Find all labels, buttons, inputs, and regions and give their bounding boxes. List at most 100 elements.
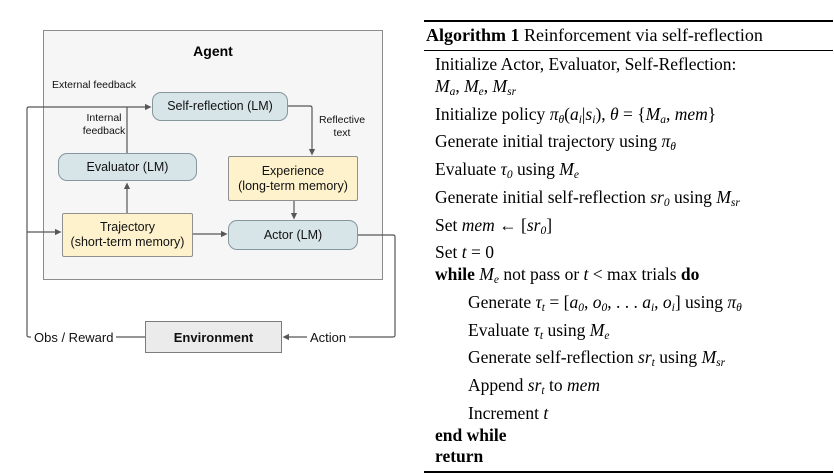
- alg-token: ] using: [674, 291, 728, 312]
- algorithm-line: while Me not pass or t < max trials do: [424, 264, 833, 292]
- algorithm-line: Ma, Me, Msr: [424, 76, 833, 104]
- algorithm-top-rule: [424, 20, 833, 22]
- agent-label: Agent: [193, 43, 233, 59]
- alg-token: Increment: [468, 402, 544, 423]
- alg-token: ,: [483, 75, 493, 96]
- reflective-text-label: Reflective text: [318, 114, 366, 139]
- alg-token: to: [544, 375, 567, 395]
- alg-token: t: [539, 329, 544, 342]
- algorithm-line: Evaluate τ0 using Me: [424, 159, 833, 187]
- alg-token: θ: [736, 301, 742, 314]
- alg-token: θ: [558, 113, 565, 126]
- algorithm-body: Initialize Actor, Evaluator, Self-Reflec…: [424, 51, 833, 471]
- internal-feedback-label: Internal feedback: [82, 112, 126, 137]
- alg-token: e: [604, 329, 610, 342]
- alg-token: τ: [533, 319, 540, 340]
- actor-box: Actor (LM): [228, 220, 358, 250]
- algorithm-line: Append srt to mem: [424, 375, 833, 403]
- alg-token: θ: [610, 103, 619, 124]
- alg-token: e: [478, 85, 484, 98]
- alg-token: 0: [578, 301, 584, 314]
- alg-token: i: [650, 301, 655, 314]
- algorithm-line: return: [424, 446, 833, 468]
- alg-token: i: [592, 113, 596, 126]
- alg-token: using: [669, 186, 717, 207]
- alg-token: mem: [566, 375, 601, 395]
- alg-token: sr: [526, 214, 541, 235]
- alg-token: ,: [665, 103, 675, 124]
- alg-token: < max trials: [588, 264, 681, 284]
- alg-token: e: [573, 169, 579, 181]
- alg-token: M: [492, 75, 508, 96]
- alg-token: mem: [674, 103, 708, 124]
- alg-token: ← [: [494, 214, 527, 235]
- alg-token: do: [680, 264, 700, 284]
- alg-token: a: [660, 113, 666, 126]
- alg-token: M: [589, 319, 605, 340]
- self-reflection-label: Self-reflection (LM): [167, 99, 273, 113]
- algorithm-line: Set mem ← [sr0]: [424, 215, 833, 243]
- alg-token: sr: [527, 375, 542, 395]
- alg-token: a: [569, 291, 579, 312]
- alg-token: M: [716, 186, 731, 207]
- alg-token: t: [541, 301, 545, 314]
- alg-token: π: [661, 131, 671, 152]
- alg-token: while: [435, 264, 480, 284]
- algorithm-line: Set t = 0: [424, 242, 833, 264]
- evaluator-label: Evaluator (LM): [86, 159, 169, 174]
- alg-token: s: [585, 103, 593, 124]
- alg-token: , . . .: [607, 291, 643, 312]
- evaluator-box: Evaluator (LM): [58, 153, 197, 181]
- alg-token: e: [493, 274, 499, 286]
- alg-token: a: [449, 85, 456, 98]
- alg-token: M: [435, 75, 450, 96]
- alg-token: o: [662, 291, 672, 312]
- diagram-arrows: [26, 103, 396, 341]
- alg-token: using: [512, 159, 560, 179]
- environment-label: Environment: [173, 329, 254, 345]
- alg-token: a: [642, 291, 651, 312]
- algorithm-mid-rule: [424, 50, 833, 51]
- alg-token: = {: [618, 103, 646, 124]
- alg-token: θ: [670, 141, 676, 154]
- alg-token: ,: [654, 291, 663, 312]
- alg-token: using: [543, 319, 590, 340]
- alg-token: mem: [461, 214, 495, 235]
- alg-token: sr: [730, 196, 740, 209]
- alg-token: τ: [500, 159, 507, 179]
- alg-token: Generate self-reflection: [468, 347, 639, 368]
- arrow-obs-reward-external-feedback: [26, 103, 152, 338]
- algorithm-line: Generate self-reflection srt using Msr: [424, 347, 833, 375]
- experience-title: Experience: [261, 163, 325, 178]
- alg-token: t: [651, 357, 655, 370]
- alg-token: τ: [535, 291, 542, 312]
- alg-token: ,: [583, 291, 593, 312]
- algorithm-title: Algorithm 1 Reinforcement via self-refle…: [424, 22, 833, 50]
- alg-token: not pass or: [498, 264, 584, 284]
- alg-token: Generate: [468, 291, 536, 312]
- alg-token: Initialize Actor, Evaluator, Self-Reflec…: [435, 54, 737, 74]
- alg-token: M: [559, 159, 574, 179]
- algorithm-title-label: Algorithm 1: [426, 25, 520, 45]
- alg-token: M: [701, 347, 717, 368]
- alg-token: Append: [468, 375, 528, 395]
- alg-token: ),: [595, 103, 611, 124]
- alg-token: using: [654, 347, 702, 368]
- alg-token: 0: [506, 169, 513, 181]
- alg-token: t: [583, 264, 589, 284]
- external-feedback-label: External feedback: [51, 79, 137, 91]
- algorithm-line: Initialize Actor, Evaluator, Self-Reflec…: [424, 54, 833, 76]
- experience-subtitle: (long-term memory): [238, 178, 348, 193]
- alg-token: ]: [546, 214, 553, 235]
- alg-token: 0: [540, 224, 547, 237]
- environment-box: Environment: [145, 321, 282, 353]
- algorithm-line: Generate initial self-reflection sr0 usi…: [424, 187, 833, 215]
- trajectory-subtitle: (short-term memory): [70, 235, 185, 249]
- arrow-selfreflection-to-experience: [288, 105, 316, 156]
- alg-token: return: [435, 446, 484, 467]
- alg-token: Evaluate: [435, 159, 501, 179]
- algorithm-line: Generate initial trajectory using πθ: [424, 131, 833, 159]
- alg-token: Set: [435, 242, 462, 263]
- trajectory-title: Trajectory: [99, 220, 156, 234]
- self-reflection-box: Self-reflection (LM): [152, 92, 288, 121]
